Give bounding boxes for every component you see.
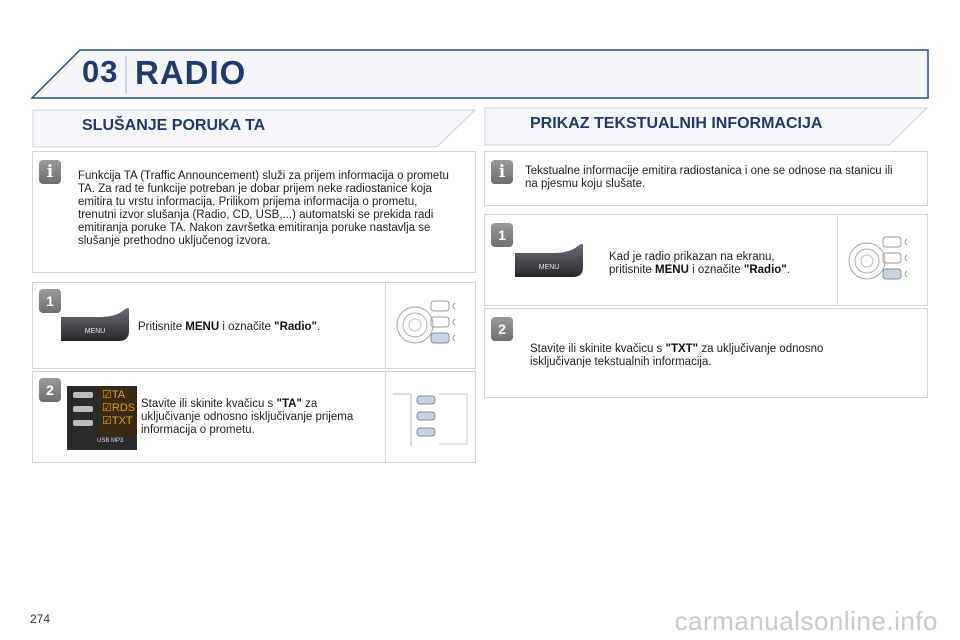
- step-1-badge: 1: [39, 289, 61, 313]
- menu-button-label: MENU: [85, 328, 106, 335]
- watermark: carmanualsonline.info: [674, 606, 938, 636]
- menu-button-icon: MENU: [515, 244, 583, 277]
- right-info-box: i Tekstualne informacije emitira radiost…: [484, 151, 928, 206]
- menu-button-label: MENU: [539, 264, 560, 271]
- page-number: 274: [30, 612, 51, 626]
- left-section-header: SLUŠANJE PORUKA TA: [32, 108, 476, 148]
- left-step1-text: Pritisnite MENU i označite "Radio".: [138, 321, 321, 333]
- control-panel-illustration: [393, 393, 468, 446]
- menu-item-rds: ☑RDS: [102, 402, 136, 414]
- source-labels: USB MP3: [97, 438, 124, 444]
- chapter-title: RADIO: [135, 54, 247, 91]
- step-2-badge: 2: [39, 378, 61, 402]
- menu-button-icon: MENU: [61, 308, 129, 341]
- right-step2-box: 2 Stavite ili skinite kvačicu s "TXT" za…: [484, 308, 928, 398]
- menu-item-txt: ☑TXT: [102, 415, 133, 427]
- step-2-badge: 2: [491, 317, 513, 341]
- right-section-title: PRIKAZ TEKSTUALNIH INFORMACIJA: [530, 115, 823, 132]
- left-step1-box: 1 MENU Pritisnite MENU i označite "Radio…: [32, 282, 476, 369]
- control-panel-illustration: [396, 300, 456, 344]
- step-1-badge: 1: [491, 223, 513, 247]
- right-step2-text: Stavite ili skinite kvačicu s "TXT" za u…: [530, 343, 824, 368]
- menu-item-ta: ☑TA: [102, 389, 126, 401]
- right-step1-box: 1 MENU Kad je radio prikazan na ekranu, …: [484, 214, 928, 306]
- info-icon: i: [39, 160, 61, 184]
- right-section-header: PRIKAZ TEKSTUALNIH INFORMACIJA: [484, 106, 928, 146]
- right-info-text: Tekstualne informacije emitira radiostan…: [525, 165, 893, 190]
- control-panel-illustration: [848, 236, 908, 280]
- left-section-title: SLUŠANJE PORUKA TA: [82, 117, 266, 134]
- left-info-text: Funkcija TA (Traffic Announcement) služi…: [78, 170, 449, 247]
- info-icon: i: [491, 160, 513, 184]
- right-step1-text: Kad je radio prikazan na ekranu, pritisn…: [609, 251, 790, 276]
- left-info-box: i Funkcija TA (Traffic Announcement) slu…: [32, 151, 476, 273]
- left-step2-text: Stavite ili skinite kvačicu s "TA" za uk…: [141, 398, 354, 436]
- radio-menu-screen: ☑TA ☑RDS ☑TXT USB MP3: [67, 386, 137, 450]
- left-step2-box: 2 ☑TA ☑RDS ☑TXT USB MP3 Stavite ili skin…: [32, 371, 476, 463]
- chapter-number: 03: [82, 54, 119, 89]
- chapter-header-band: [30, 48, 930, 100]
